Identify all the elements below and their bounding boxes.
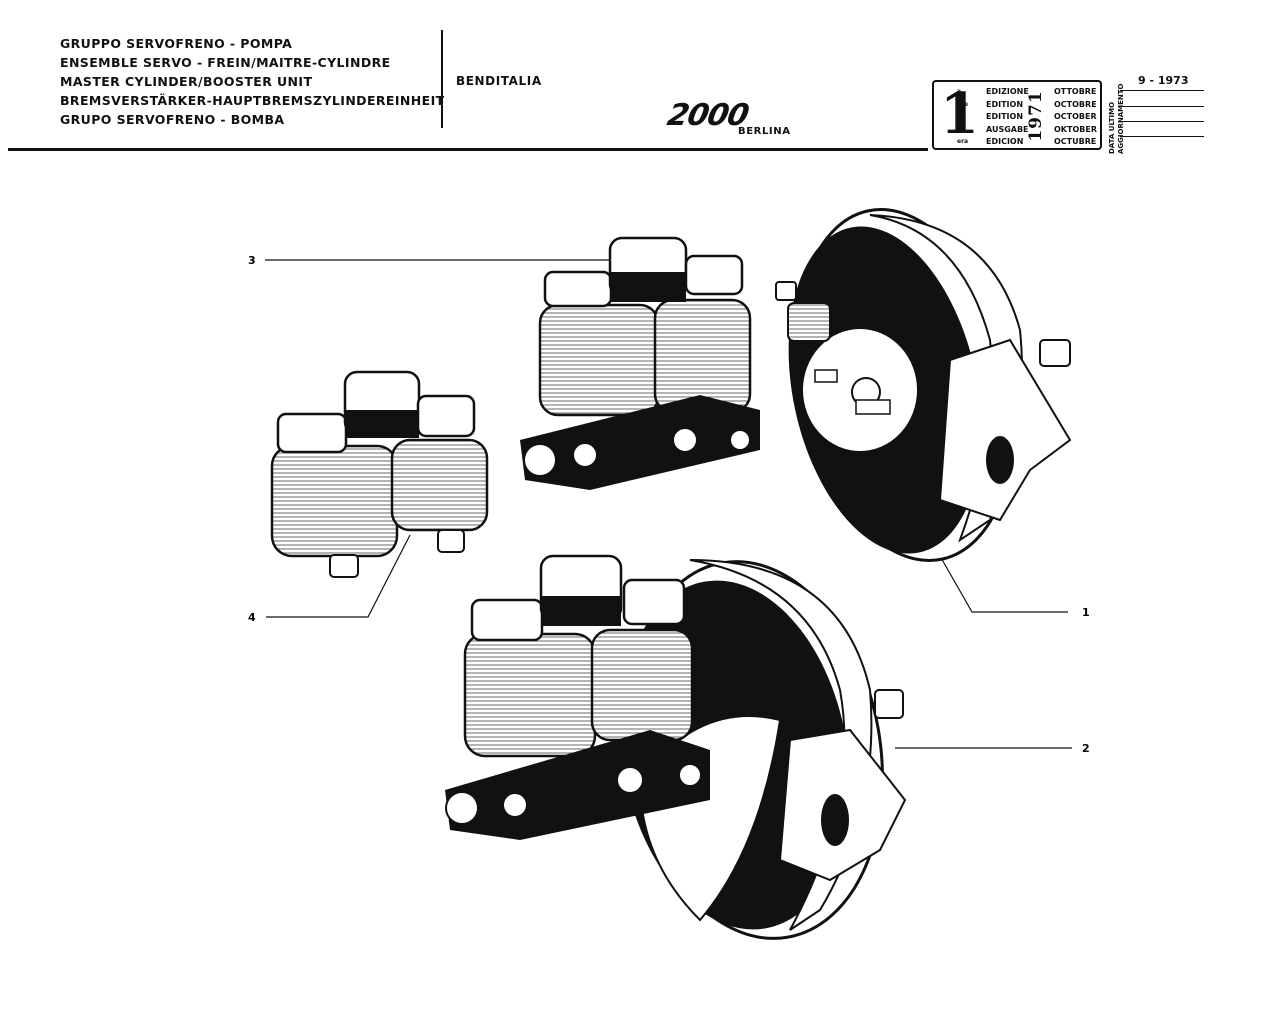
title-de: BREMSVERSTÄRKER-HAUPTBREMSZYLINDEREINHEI… <box>60 93 445 108</box>
callout-3: 3 <box>248 254 256 267</box>
month-fr: OCTOBRE <box>1054 99 1097 109</box>
edition-label-es: EDICION <box>986 137 1024 146</box>
edition-sup-en: st <box>957 113 964 120</box>
edition-label-it: EDIZIONE <box>986 87 1029 96</box>
callout-1: 1 <box>1082 606 1090 619</box>
edition-months: OTTOBRE OCTOBRE OCTOBER OKTOBER OCTUBRE <box>1054 86 1097 148</box>
update-line-1 <box>1120 90 1204 91</box>
reservoir-4 <box>270 370 489 578</box>
model-subtitle: BERLINA <box>738 126 791 137</box>
callout-2: 2 <box>1082 742 1090 755</box>
edition-box: 1 a ère st • era EDIZIONE EDITION EDITIO… <box>932 80 1102 150</box>
edition-sup-es: era <box>957 138 969 145</box>
last-update-value: 9 - 1973 <box>1138 74 1189 87</box>
edition-sup-fr: ère <box>957 101 969 108</box>
callout-4: 4 <box>248 611 256 624</box>
title-es: GRUPO SERVOFRENO - BOMBA <box>60 112 285 127</box>
header-rule <box>8 148 928 151</box>
month-es: OCTUBRE <box>1054 137 1097 146</box>
leader-4 <box>266 534 411 618</box>
month-de: OKTOBER <box>1054 124 1097 134</box>
edition-label-en: EDITION <box>986 112 1024 121</box>
update-line-4 <box>1120 136 1204 137</box>
update-line-2 <box>1120 106 1204 107</box>
edition-label-fr: EDITION <box>986 99 1024 109</box>
update-line-3 <box>1120 121 1204 122</box>
master-cylinder-3 <box>520 236 760 490</box>
title-block: GRUPPO SERVOFRENO - POMPA ENSEMBLE SERVO… <box>60 34 445 129</box>
edition-sup-de: • <box>957 125 961 132</box>
booster-assembly-2 <box>445 554 907 940</box>
title-en: MASTER CYLINDER/BOOSTER UNIT <box>60 74 313 89</box>
edition-sup-it: a <box>957 88 962 95</box>
edition-labels: EDIZIONE EDITION EDITION AUSGABE EDICION <box>986 86 1029 148</box>
title-it: GRUPPO SERVOFRENO - POMPA <box>60 36 293 51</box>
edition-number: 1 <box>940 81 979 147</box>
month-it: OTTOBRE <box>1054 87 1097 96</box>
edition-label-de: AUSGABE <box>986 124 1029 134</box>
supplier-name: BENDITALIA <box>456 74 542 88</box>
title-fr: ENSEMBLE SERVO - FREIN/MAITRE-CYLINDRE <box>60 55 391 70</box>
leader-1 <box>939 555 1068 613</box>
month-en: OCTOBER <box>1054 112 1097 121</box>
title-separator <box>441 30 443 128</box>
booster-unit-1 <box>775 208 1072 562</box>
